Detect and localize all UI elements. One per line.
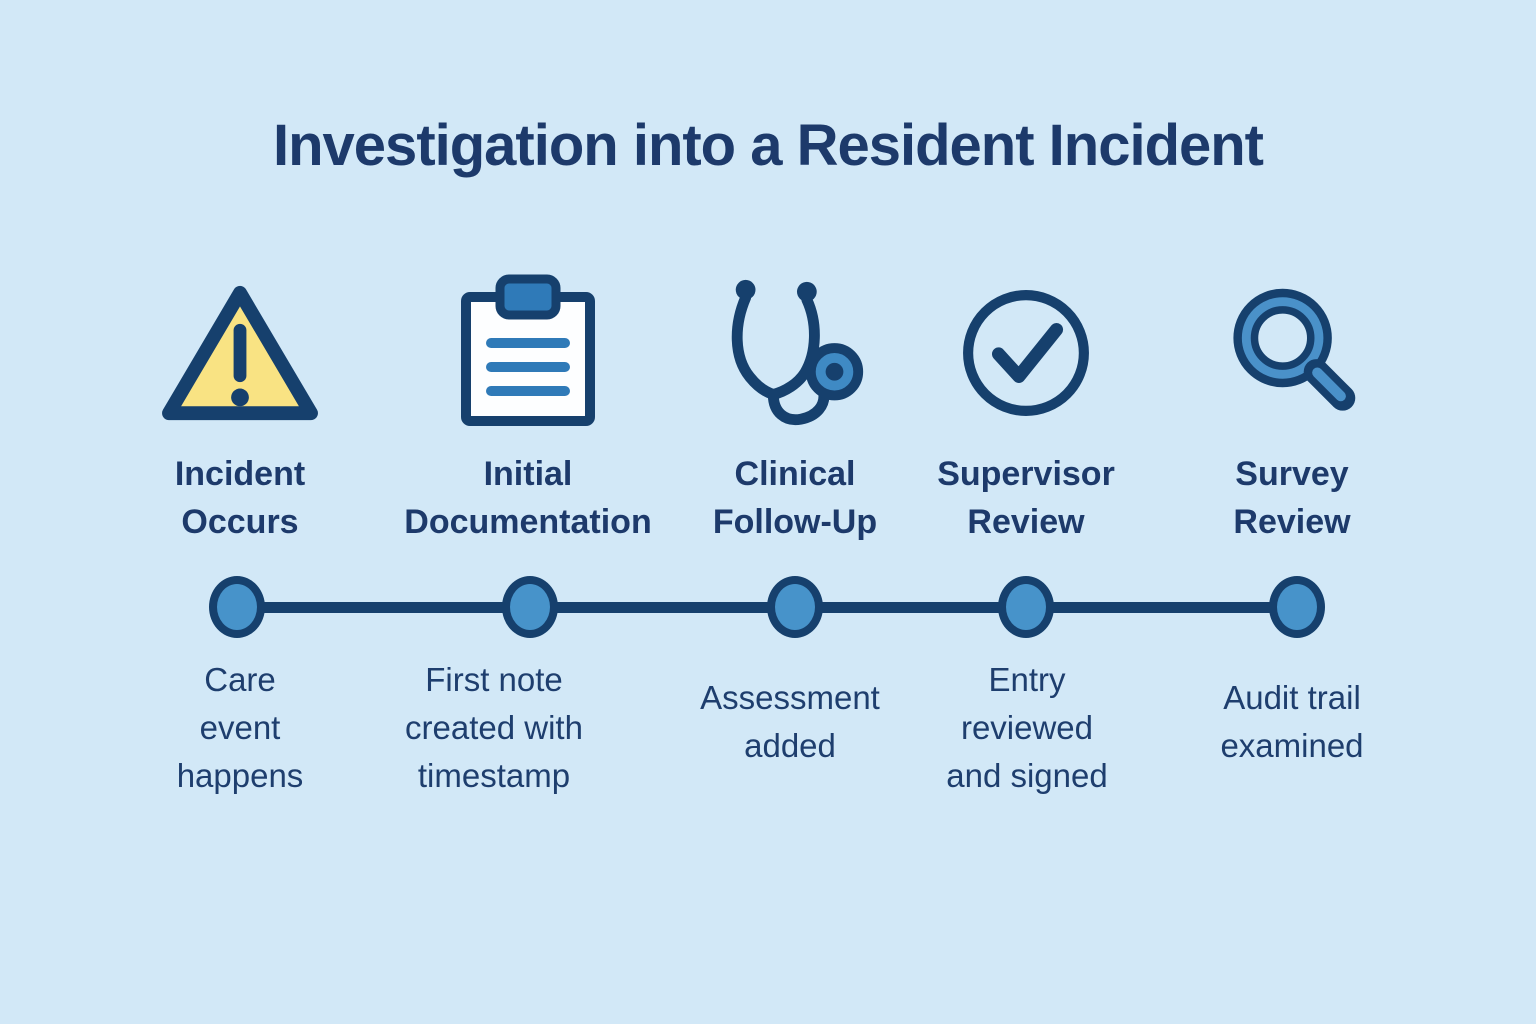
timeline-dot: [209, 576, 265, 638]
check-circle-icon: [963, 290, 1089, 416]
stage-incident-occurs: Incident Occurs: [90, 272, 390, 547]
timeline-dot: [767, 576, 823, 638]
timeline-dot: [998, 576, 1054, 638]
stage-clinical-follow-up: Clinical Follow-Up: [645, 272, 945, 547]
stage-survey-review: Survey Review: [1142, 272, 1442, 547]
stage-icon-box: [1142, 272, 1442, 434]
stage-icon-box: [378, 272, 678, 434]
stethoscope-icon: [731, 279, 864, 426]
stage-description: Entry reviewed and signed: [946, 661, 1108, 794]
stage-label: Initial Documentation: [404, 455, 652, 542]
stage-description: Assessment added: [700, 679, 880, 764]
stage-icon-box: [645, 272, 945, 434]
page-title: Investigation into a Resident Incident: [273, 113, 1264, 178]
stage-icon-box: [876, 272, 1176, 434]
stage-supervisor-review: Supervisor Review: [876, 272, 1176, 547]
stage-description: Audit trail examined: [1220, 679, 1364, 764]
stage-icon-box: [90, 272, 390, 434]
stage-initial-documentation: Initial Documentation: [378, 272, 678, 547]
stage-label: Survey Review: [1233, 455, 1351, 542]
timeline-dot: [502, 576, 558, 638]
stage-label: Incident Occurs: [174, 455, 306, 542]
warning-triangle-icon: [162, 285, 318, 421]
stage-description: Care event happens: [176, 661, 304, 794]
stage-description: First note created with timestamp: [405, 661, 583, 794]
clipboard-icon: [461, 274, 595, 426]
magnifier-icon: [1233, 288, 1356, 411]
stage-label: Supervisor Review: [937, 455, 1115, 542]
stage-label: Clinical Follow-Up: [712, 455, 878, 542]
timeline-dot: [1269, 576, 1325, 638]
